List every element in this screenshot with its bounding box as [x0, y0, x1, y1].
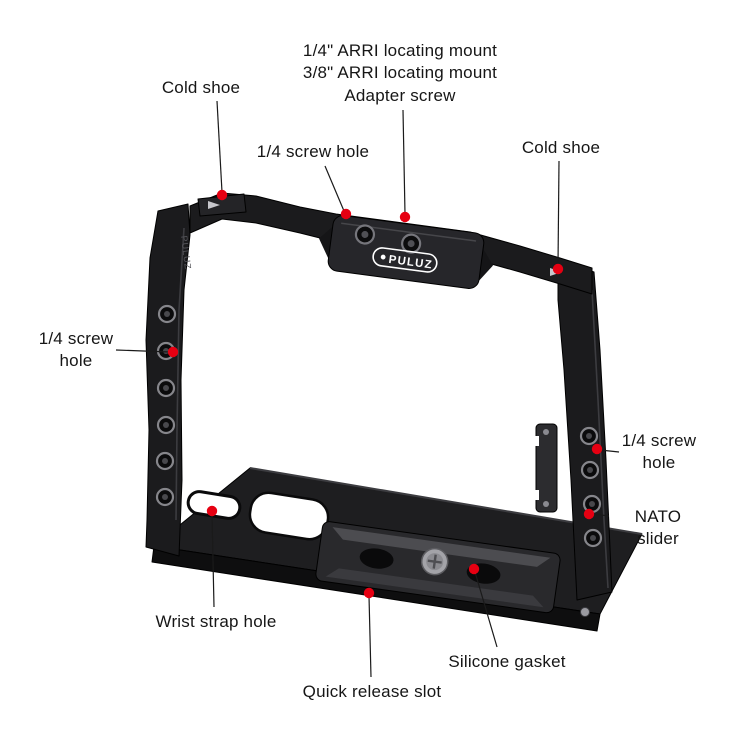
leader-adapter-screw-mount: [402, 109, 406, 215]
cage-left-rail: PULUZ: [145, 203, 193, 557]
cold-shoe-left-shape: [197, 193, 247, 217]
cold-shoe-left-arrow-icon: [208, 201, 220, 209]
label-adapter-screw-mount: 1/4" ARRI locating mount 3/8" ARRI locat…: [302, 41, 498, 105]
dot-quarter-screw-hole-right: [591, 443, 603, 455]
leader-cold-shoe-top-left: [216, 100, 223, 193]
silicone-gasket-pad-left: [359, 548, 394, 569]
label-cold-shoe-top-left: Cold shoe: [161, 78, 241, 97]
dot-silicone-gasket: [468, 563, 480, 575]
dot-cold-shoe-top-right: [552, 263, 564, 275]
leader-quarter-screw-hole-top: [324, 165, 345, 212]
label-quarter-screw-hole-right: 1/4 screw hole: [621, 431, 697, 473]
dot-quick-release-slot: [363, 587, 375, 599]
dot-quarter-screw-hole-left: [167, 346, 179, 358]
dot-quarter-screw-hole-top: [340, 208, 352, 220]
label-cold-shoe-top-right: Cold shoe: [521, 138, 601, 157]
leader-quick-release-slot: [368, 595, 372, 678]
dot-nato-slider: [583, 508, 595, 520]
brand-engraving: PULUZ: [179, 235, 193, 270]
leader-silicone-gasket: [474, 571, 498, 648]
leader-cold-shoe-top-right: [557, 160, 560, 267]
label-nato-slider: NATO slider: [634, 507, 682, 549]
dot-cold-shoe-top-left: [216, 189, 228, 201]
camera-cage-illustration: PULUZ: [145, 192, 643, 632]
leader-wrist-strap-hole: [211, 513, 215, 608]
label-wrist-strap-hole: Wrist strap hole: [155, 612, 277, 631]
nato-slider-rail: [533, 423, 558, 513]
dot-wrist-strap-hole: [206, 505, 218, 517]
brand-logo-text: PULUZ: [388, 254, 434, 272]
leader-quarter-screw-hole-right: [599, 449, 620, 453]
top-mount-plate: PULUZ: [319, 215, 493, 289]
annotation-layer: [115, 100, 620, 678]
base-corner-screw: [580, 607, 590, 617]
quick-release-plate: [315, 521, 561, 614]
leader-quarter-screw-hole-left: [115, 349, 171, 353]
label-quarter-screw-hole-left: 1/4 screw hole: [38, 329, 114, 371]
label-quarter-screw-hole-top: 1/4 screw hole: [256, 142, 370, 161]
leader-nato-slider: [592, 513, 610, 517]
brand-logo: PULUZ: [372, 247, 438, 273]
dot-adapter-screw-mount: [399, 211, 411, 223]
label-silicone-gasket: Silicone gasket: [448, 652, 566, 671]
label-quick-release-slot: Quick release slot: [302, 682, 442, 701]
